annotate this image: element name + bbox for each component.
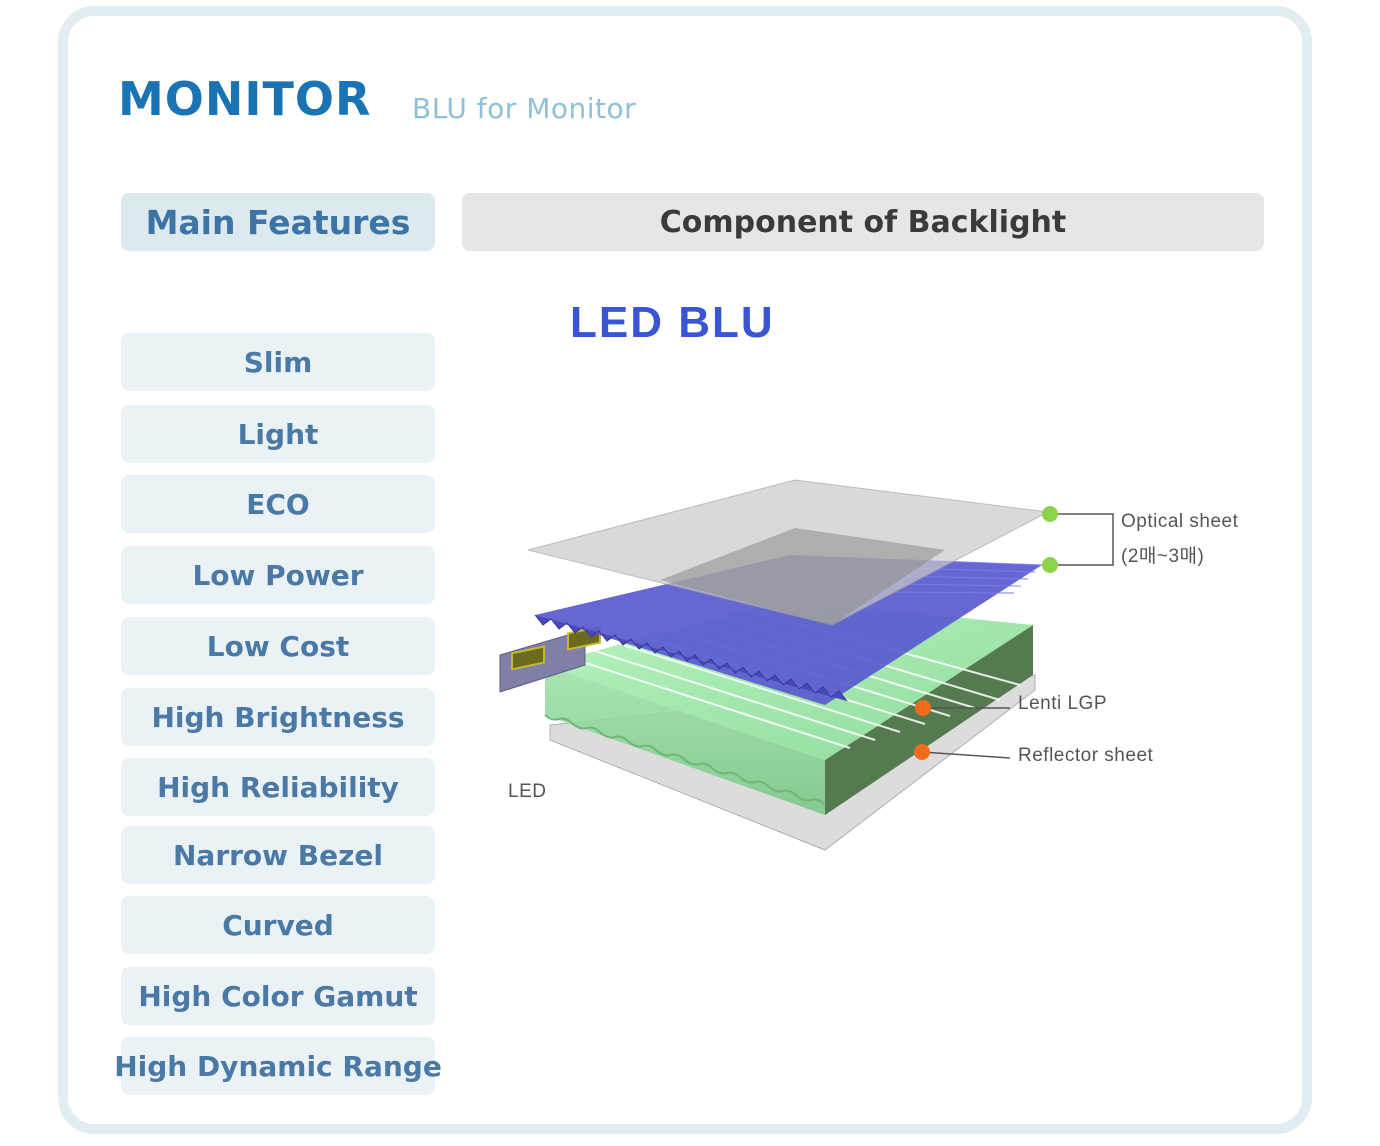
callout-lines [921,513,1114,759]
lgp-wavy-edge [544,714,826,806]
label-led: LED [508,781,547,802]
lenti-lgp-front [545,665,825,815]
feature-eco[interactable]: ECO [121,475,435,533]
label-optical-sheet-note: (2매~3매) [1121,546,1205,567]
marker-optical-top [1042,506,1058,522]
label-optical-sheet: Optical sheet [1121,511,1239,532]
feature-high-color-gamut[interactable]: High Color Gamut [121,967,435,1025]
diagram-title: LED BLU [570,298,775,347]
feature-narrow-bezel[interactable]: Narrow Bezel [121,826,435,884]
feature-high-reliability[interactable]: High Reliability [121,758,435,816]
feature-light[interactable]: Light [121,405,435,463]
marker-optical-bottom [1042,557,1058,573]
tab-component-of-backlight[interactable]: Component of Backlight [462,193,1264,251]
marker-lenti-lgp [915,700,931,716]
feature-curved[interactable]: Curved [121,896,435,954]
label-reflector-sheet: Reflector sheet [1018,745,1154,766]
optical-sheet-shadow [660,528,945,625]
prism-jagged-edge [534,614,848,702]
main-features-header: Main Features [121,193,435,251]
feature-high-dynamic-range[interactable]: High Dynamic Range [114,1037,442,1095]
led-blu-exploded-diagram [499,479,1114,851]
page-subtitle: BLU for Monitor [412,92,637,125]
feature-low-cost[interactable]: Low Cost [121,617,435,675]
marker-reflector [914,744,930,760]
feature-slim[interactable]: Slim [121,333,435,391]
feature-high-brightness[interactable]: High Brightness [121,688,435,746]
led-chip-1 [511,645,545,671]
label-lenti-lgp: Lenti LGP [1018,693,1107,714]
lenti-lgp-side [825,625,1033,815]
feature-low-power[interactable]: Low Power [121,546,435,604]
page-title: MONITOR [118,72,372,126]
